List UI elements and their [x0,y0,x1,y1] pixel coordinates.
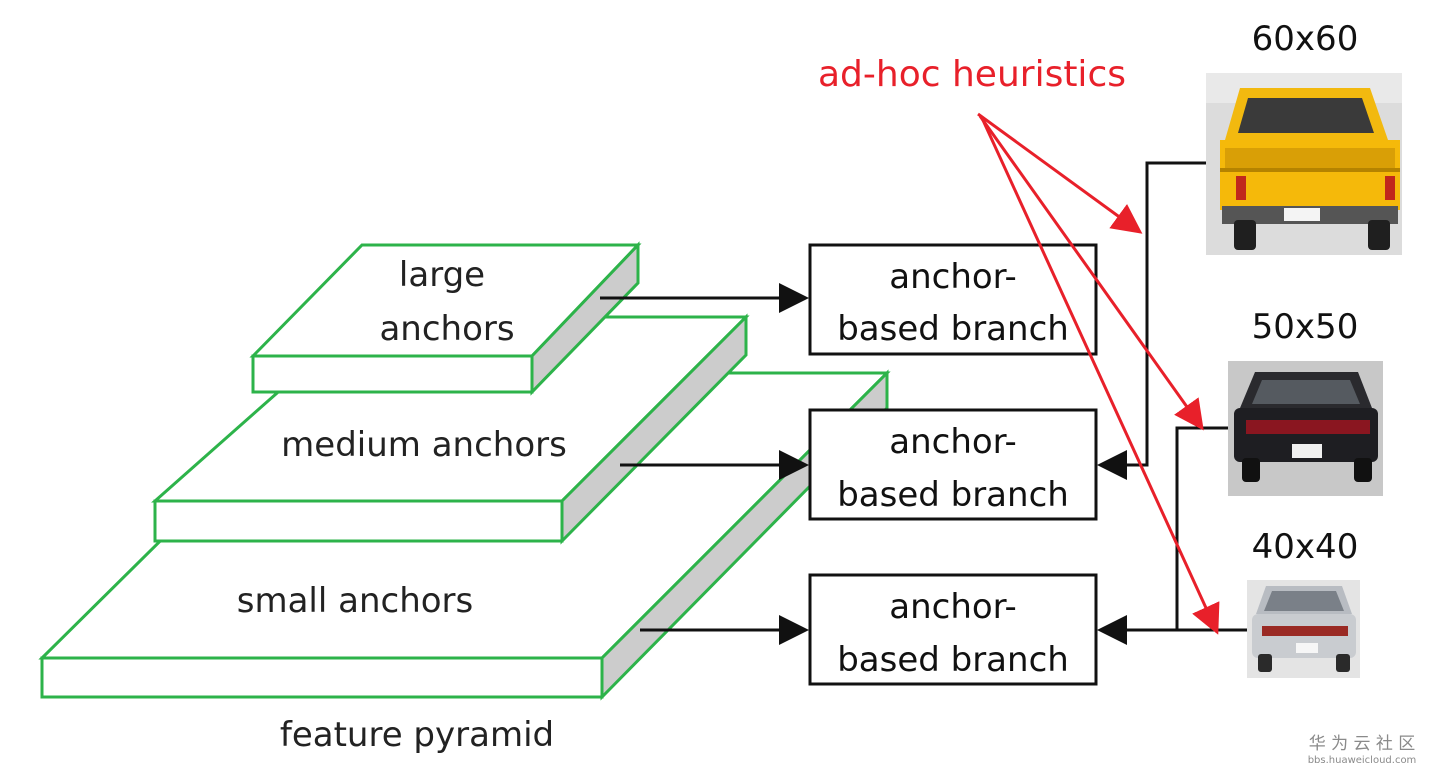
heuristic-arrow-3 [980,117,1220,635]
anchor-branch-box-middle: anchor- based branch [808,408,1098,521]
car-photo-60x60 [1206,73,1402,255]
watermark-title: 华 为 云 社 区 [1309,734,1416,754]
heuristic-arrow-2 [978,115,1204,431]
feature-pyramid-caption: feature pyramid [280,715,554,755]
branch-bottom-line1: anchor- [889,587,1017,627]
size-label-60x60: 60x60 [1252,19,1359,59]
car-photo-50x50 [1228,361,1383,496]
heuristics-label: ad-hoc heuristics [818,54,1126,95]
car-photo-40x40 [1247,580,1360,678]
branch-middle-line2: based branch [837,475,1069,515]
anchor-branch-box-bottom: anchor- based branch [808,573,1098,686]
medium-anchors-label: medium anchors [281,425,567,465]
large-anchors-label-line2: anchors [379,309,514,349]
connector-60x60-to-branch [1097,161,1206,480]
small-anchors-label: small anchors [237,581,474,621]
watermark-url: bbs.huaweicloud.com [1308,755,1417,766]
large-anchors-layer: large anchors [249,241,642,396]
size-label-50x50: 50x50 [1252,307,1359,347]
branch-top-line2: based branch [837,309,1069,349]
medium-anchors-layer: medium anchors [151,313,750,545]
size-label-40x40: 40x40 [1252,527,1359,567]
heuristic-arrow-1 [977,112,1143,234]
branch-top-line1: anchor- [889,257,1017,297]
large-anchors-label-line1: large [399,255,485,295]
anchor-branch-box-top: anchor- based branch [808,243,1098,356]
branch-bottom-line2: based branch [837,640,1069,680]
branch-middle-line1: anchor- [889,422,1017,462]
